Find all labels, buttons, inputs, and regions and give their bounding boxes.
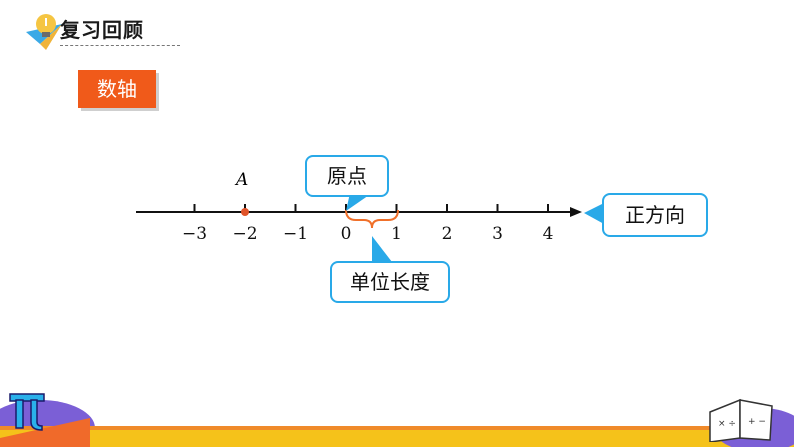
unit-length-callout-pointer [372,236,392,262]
tick-label: 0 [340,224,352,244]
topic-badge: 数轴 [78,70,156,108]
positive-direction-pointer [584,203,604,224]
origin-callout: 原点 [305,155,389,197]
unit-length-brace [345,209,399,229]
unit-length-callout: 单位长度 [330,261,450,303]
svg-text:+ −: + − [748,417,766,427]
point-a-label: A [236,170,249,190]
tick-label: 4 [542,224,554,244]
tick-label: 3 [492,224,503,244]
tick-label: −2 [232,224,258,244]
tick-label: −3 [181,224,208,244]
point-a-marker [241,208,249,216]
svg-text:× ÷: × ÷ [718,419,736,429]
origin-callout-pointer [346,193,372,211]
tick-label: 1 [391,224,402,244]
page-title: 复习回顾 [60,18,144,42]
header-icon [22,10,70,52]
bottom-decor [0,400,794,447]
axis-arrowhead [570,207,582,217]
pi-icon [6,388,48,432]
title-divider [60,45,180,46]
positive-direction-callout: 正方向 [602,193,708,237]
tick-label: 2 [441,224,453,244]
math-book-icon: × ÷ + − [706,392,776,443]
tick-label: −1 [282,224,309,244]
